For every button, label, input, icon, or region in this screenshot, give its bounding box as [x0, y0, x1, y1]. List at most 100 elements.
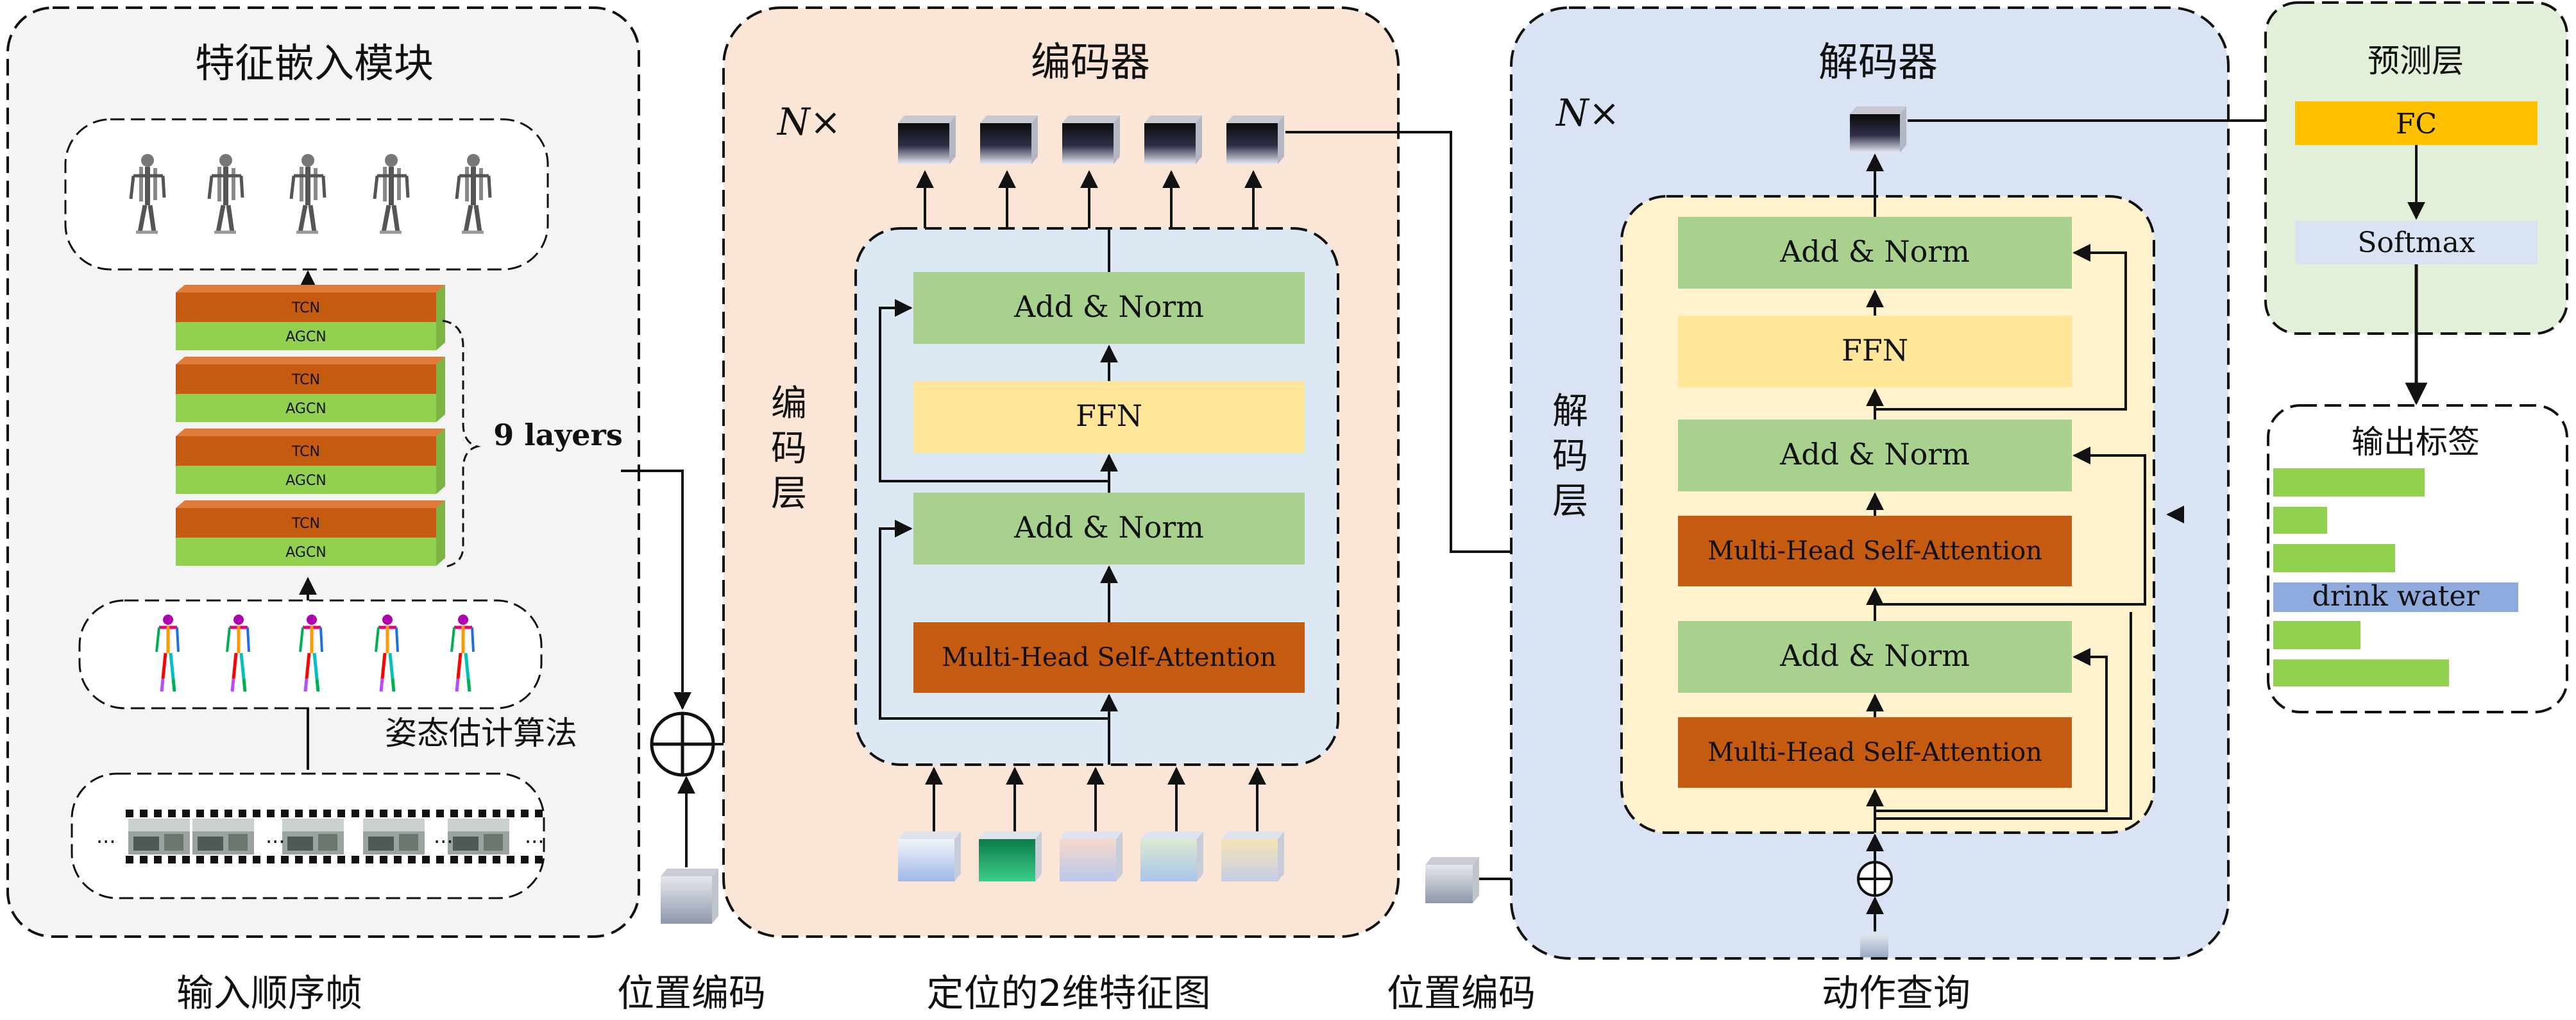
action-query-cube [1860, 934, 1888, 957]
feature-map-arrows [925, 767, 1266, 831]
skeleton-figures [129, 154, 492, 234]
softmax-block: Softmax [2295, 221, 2538, 264]
agcn-label: AGCN [285, 401, 326, 417]
video-frame [363, 819, 425, 854]
output-panel: 输出标签 drink water [2267, 404, 2568, 713]
encoder-output-arrows [916, 170, 1262, 228]
encoder-layer-label-2: 码 [771, 428, 807, 470]
encoder-output-cubes [898, 115, 1284, 164]
query-add-node [1857, 861, 1893, 897]
pose-estimation-label: 姿态估计算法 [385, 715, 577, 752]
label-bar [2273, 659, 2449, 686]
decoder-add-norm-1: Add & Norm [1678, 217, 2072, 289]
dec-residual-1 [1875, 648, 2108, 812]
pose-skeleton [226, 615, 250, 692]
encoder-output-cube [898, 115, 956, 164]
svg-text:Multi-Head Self-Attention: Multi-Head Self-Attention [1707, 536, 2042, 566]
encoder-layer-label-3: 层 [771, 473, 807, 514]
skeleton-output-group [64, 118, 549, 271]
label-bar [2273, 468, 2425, 497]
label-input-frames: 输入顺序帧 [176, 971, 362, 1015]
feature-map-cube [1060, 831, 1123, 881]
label-feature-map: 定位的2维特征图 [927, 971, 1211, 1015]
feature-embedding-title: 特征嵌入模块 [195, 40, 434, 87]
layers-label: 9 layers [493, 418, 622, 452]
label-bar [2273, 621, 2360, 649]
skeleton-figure [207, 154, 244, 234]
svg-text:FFN: FFN [1842, 333, 1908, 368]
video-frame [128, 819, 190, 854]
output-highlight-label: drink water [2312, 580, 2480, 613]
decoder-output-cube [1850, 106, 1906, 153]
feature-map-cube [1140, 831, 1203, 881]
svg-text:Add & Norm: Add & Norm [1013, 289, 1204, 324]
skeleton-figure [289, 154, 326, 234]
tcn-label: TCN [291, 372, 320, 388]
svg-text:Add & Norm: Add & Norm [1779, 437, 1970, 472]
encoder-ffn: FFN [913, 381, 1305, 453]
frame-ellipsis: ... [96, 824, 116, 848]
encoder-layer-label-1: 编 [771, 383, 807, 425]
tcn-label: TCN [291, 444, 320, 460]
decoder-add-norm-3: Add & Norm [1678, 621, 2072, 693]
film-strip: ............ [96, 810, 545, 863]
pose-skeleton [450, 615, 475, 692]
agcn-label: AGCN [285, 329, 326, 345]
frame-ellipsis: ... [434, 824, 453, 848]
svg-text:Add & Norm: Add & Norm [1013, 510, 1204, 545]
svg-text:Add & Norm: Add & Norm [1779, 638, 1970, 673]
arrow-embedding-to-plus [621, 470, 691, 710]
agcn-label: AGCN [285, 473, 326, 489]
decoder-self-attention: Multi-Head Self-Attention [1678, 717, 2072, 788]
feature-map-cube [979, 831, 1042, 881]
decoder-cross-attention: Multi-Head Self-Attention [1678, 516, 2072, 586]
video-frame [192, 819, 254, 854]
encoder-add-norm-bottom: Add & Norm [913, 493, 1305, 565]
label-action-query: 动作查询 [1822, 971, 1970, 1015]
encoder-add-norm-top: Add & Norm [913, 272, 1305, 344]
dec-residual-2 [1875, 446, 2146, 606]
encoder-panel: 编码器 N× 编 码 层 Add & Norm FFN Add & Norm M… [722, 6, 1400, 938]
position-add-node [650, 711, 715, 777]
prediction-title: 预测层 [2368, 42, 2464, 80]
input-frames-group: ............ [71, 772, 545, 899]
svg-text:FFN: FFN [1076, 398, 1142, 433]
label-pos-encoding-2: 位置编码 [1387, 971, 1536, 1015]
frame-ellipsis: ... [266, 824, 285, 848]
encoder-output-cube [980, 115, 1038, 164]
enc-residual-1 [879, 520, 1109, 720]
layers-brace [442, 319, 481, 568]
label-pos-encoding-1: 位置编码 [617, 971, 766, 1015]
dec-residual-3 [1875, 244, 2127, 411]
encoder-attention: Multi-Head Self-Attention [913, 622, 1305, 693]
fc-block: FC [2295, 101, 2538, 145]
encoder-output-cube [1062, 115, 1120, 164]
svg-text:Multi-Head Self-Attention: Multi-Head Self-Attention [942, 643, 1276, 672]
label-bar-highlight [2273, 582, 2518, 612]
prediction-panel: 预测层 FC Softmax [2264, 1, 2568, 335]
feature-map-cube [1221, 831, 1284, 881]
gcn-block: TCN AGCN [176, 285, 445, 350]
agcn-label: AGCN [285, 545, 326, 561]
feature-map-cube [898, 831, 961, 881]
video-frame [282, 819, 344, 854]
svg-text:Multi-Head Self-Attention: Multi-Head Self-Attention [1707, 738, 2042, 767]
label-bars: drink water [2273, 468, 2518, 686]
pose-skeleton [375, 615, 399, 692]
gcn-block: TCN AGCN [176, 357, 445, 422]
pose-skeleton [155, 615, 180, 692]
frame-ellipsis: ... [525, 824, 545, 848]
colored-skeletons [155, 615, 475, 692]
enc-residual-2 [879, 299, 1109, 482]
decoder-repeat: N× [1555, 91, 1620, 135]
decoder-layer-label-3: 层 [1552, 480, 1588, 522]
svg-text:FC: FC [2396, 108, 2437, 140]
dec-residual-query [1875, 612, 2132, 820]
tcn-label: TCN [291, 300, 320, 316]
decoder-ffn: FFN [1678, 316, 2072, 387]
decoder-add-norm-2: Add & Norm [1678, 420, 2072, 491]
gcn-block: TCN AGCN [176, 429, 445, 494]
